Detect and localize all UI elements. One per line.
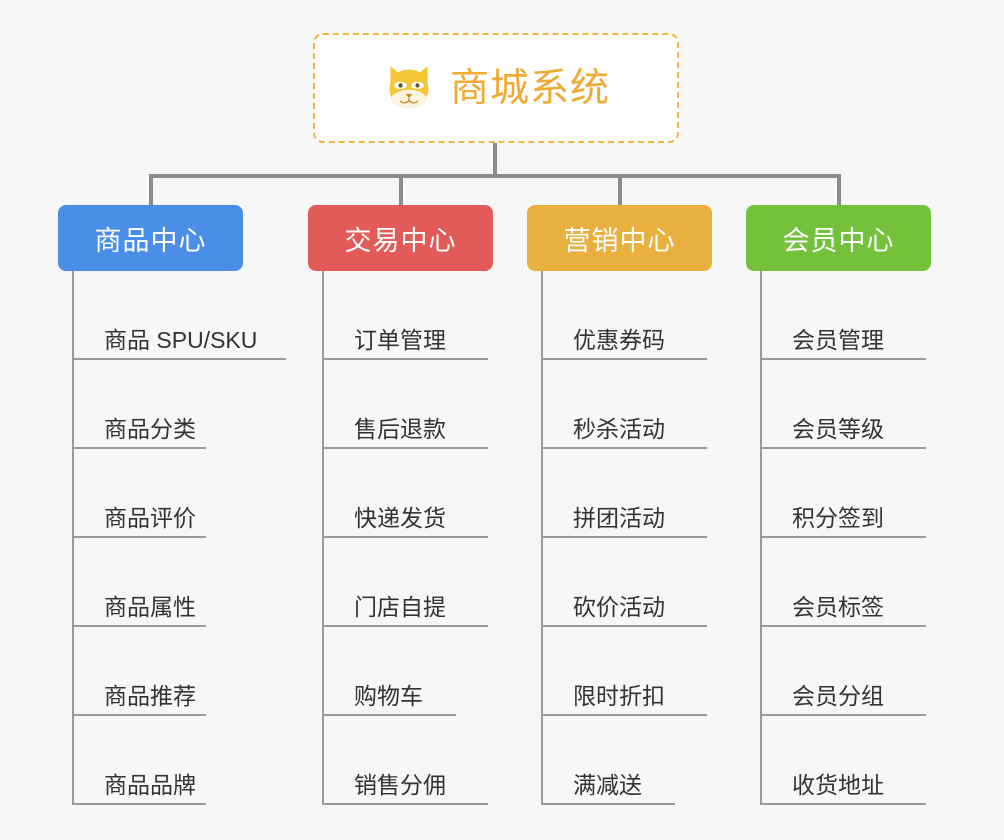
leaf-underline bbox=[74, 714, 206, 716]
leaf-item[interactable]: 秒杀活动 bbox=[543, 360, 712, 449]
leaf-stack-product: 商品 SPU/SKU 商品分类 商品评价 商品属性 商品推荐 商品品牌 bbox=[72, 271, 286, 805]
leaf-underline bbox=[324, 536, 488, 538]
leaf-item[interactable]: 会员管理 bbox=[762, 271, 931, 360]
leaf-item[interactable]: 购物车 bbox=[324, 627, 493, 716]
connector-branch-bar bbox=[149, 174, 841, 178]
leaf-item[interactable]: 满减送 bbox=[543, 716, 712, 805]
leaf-underline bbox=[74, 447, 206, 449]
leaf-label: 门店自提 bbox=[354, 593, 446, 620]
leaf-underline bbox=[543, 803, 675, 805]
connector-trunk-stem bbox=[493, 143, 497, 177]
leaf-underline bbox=[762, 625, 926, 627]
leaf-label: 优惠券码 bbox=[573, 326, 665, 353]
branch-header-label: 会员中心 bbox=[782, 225, 895, 256]
leaf-item[interactable]: 商品属性 bbox=[74, 538, 257, 627]
leaf-label: 商品推荐 bbox=[104, 682, 196, 709]
leaf-label: 限时折扣 bbox=[573, 682, 665, 709]
branch-column-product: 商品中心 商品 SPU/SKU 商品分类 商品评价 商品属性 商品推荐 bbox=[58, 205, 286, 805]
leaf-label: 收货地址 bbox=[792, 771, 884, 798]
leaf-item[interactable]: 会员等级 bbox=[762, 360, 931, 449]
dog-face-icon bbox=[389, 66, 429, 109]
leaf-underline bbox=[324, 803, 488, 805]
leaf-label: 秒杀活动 bbox=[573, 415, 665, 442]
leaf-item[interactable]: 会员标签 bbox=[762, 538, 931, 627]
leaf-item[interactable]: 门店自提 bbox=[324, 538, 493, 627]
leaf-stack-marketing: 优惠券码 秒杀活动 拼团活动 砍价活动 限时折扣 满减送 bbox=[541, 271, 712, 805]
leaf-item[interactable]: 销售分佣 bbox=[324, 716, 493, 805]
branch-header-label: 交易中心 bbox=[344, 225, 457, 256]
leaf-item[interactable]: 收货地址 bbox=[762, 716, 931, 805]
branch-column-member: 会员中心 会员管理 会员等级 积分签到 会员标签 会员分组 bbox=[746, 205, 931, 805]
leaf-underline bbox=[74, 536, 206, 538]
connector-drop-2 bbox=[618, 174, 622, 207]
leaf-label: 订单管理 bbox=[354, 326, 446, 353]
leaf-underline bbox=[324, 358, 488, 360]
leaf-underline bbox=[543, 536, 707, 538]
leaf-item[interactable]: 商品推荐 bbox=[74, 627, 257, 716]
root-title: 商城系统 bbox=[449, 66, 610, 110]
leaf-label: 会员等级 bbox=[792, 415, 884, 442]
branch-header-marketing[interactable]: 营销中心 bbox=[527, 205, 712, 271]
leaf-label: 售后退款 bbox=[354, 415, 446, 442]
root-node[interactable]: 商城系统 bbox=[313, 33, 679, 143]
leaf-underline bbox=[74, 358, 286, 360]
leaf-label: 拼团活动 bbox=[573, 504, 665, 531]
leaf-label: 会员管理 bbox=[792, 326, 884, 353]
branch-header-label: 营销中心 bbox=[563, 225, 676, 256]
leaf-label: 满减送 bbox=[573, 771, 642, 798]
leaf-stack-trade: 订单管理 售后退款 快递发货 门店自提 购物车 销售分佣 bbox=[322, 271, 493, 805]
leaf-label: 购物车 bbox=[354, 682, 423, 709]
leaf-underline bbox=[324, 714, 456, 716]
leaf-item[interactable]: 商品 SPU/SKU bbox=[74, 271, 286, 360]
leaf-item[interactable]: 积分签到 bbox=[762, 449, 931, 538]
leaf-label: 会员分组 bbox=[792, 682, 884, 709]
branch-header-member[interactable]: 会员中心 bbox=[746, 205, 931, 271]
leaf-underline bbox=[74, 803, 206, 805]
connector-drop-1 bbox=[399, 174, 403, 207]
branch-column-marketing: 营销中心 优惠券码 秒杀活动 拼团活动 砍价活动 限时折扣 bbox=[527, 205, 712, 805]
connector-drop-0 bbox=[149, 174, 153, 207]
leaf-item[interactable]: 砍价活动 bbox=[543, 538, 712, 627]
leaf-label: 砍价活动 bbox=[573, 593, 665, 620]
branch-header-product[interactable]: 商品中心 bbox=[58, 205, 243, 271]
leaf-label: 快递发货 bbox=[354, 504, 446, 531]
leaf-underline bbox=[543, 447, 707, 449]
leaf-item[interactable]: 快递发货 bbox=[324, 449, 493, 538]
leaf-underline bbox=[543, 358, 707, 360]
leaf-underline bbox=[762, 803, 926, 805]
leaf-underline bbox=[543, 714, 707, 716]
leaf-item[interactable]: 订单管理 bbox=[324, 271, 493, 360]
leaf-underline bbox=[324, 625, 488, 627]
branch-header-label: 商品中心 bbox=[94, 225, 207, 256]
leaf-item[interactable]: 商品品牌 bbox=[74, 716, 257, 805]
leaf-label: 会员标签 bbox=[792, 593, 884, 620]
leaf-item[interactable]: 售后退款 bbox=[324, 360, 493, 449]
leaf-stack-member: 会员管理 会员等级 积分签到 会员标签 会员分组 收货地址 bbox=[760, 271, 931, 805]
leaf-underline bbox=[762, 714, 926, 716]
leaf-label: 商品品牌 bbox=[104, 771, 196, 798]
connector-drop-3 bbox=[837, 174, 841, 207]
leaf-label: 销售分佣 bbox=[354, 771, 446, 798]
leaf-underline bbox=[543, 625, 707, 627]
leaf-underline bbox=[762, 536, 926, 538]
leaf-underline bbox=[762, 447, 926, 449]
leaf-item[interactable]: 会员分组 bbox=[762, 627, 931, 716]
leaf-label: 商品 SPU/SKU bbox=[104, 326, 258, 353]
leaf-item[interactable]: 优惠券码 bbox=[543, 271, 712, 360]
leaf-label: 商品分类 bbox=[104, 415, 196, 442]
leaf-item[interactable]: 拼团活动 bbox=[543, 449, 712, 538]
branch-column-trade: 交易中心 订单管理 售后退款 快递发货 门店自提 购物车 bbox=[308, 205, 493, 805]
leaf-item[interactable]: 限时折扣 bbox=[543, 627, 712, 716]
branch-header-trade[interactable]: 交易中心 bbox=[308, 205, 493, 271]
leaf-item[interactable]: 商品评价 bbox=[74, 449, 257, 538]
leaf-label: 商品属性 bbox=[104, 593, 196, 620]
leaf-label: 积分签到 bbox=[792, 504, 884, 531]
leaf-underline bbox=[324, 447, 488, 449]
leaf-item[interactable]: 商品分类 bbox=[74, 360, 257, 449]
leaf-underline bbox=[74, 625, 206, 627]
leaf-label: 商品评价 bbox=[104, 504, 196, 531]
leaf-underline bbox=[762, 358, 926, 360]
